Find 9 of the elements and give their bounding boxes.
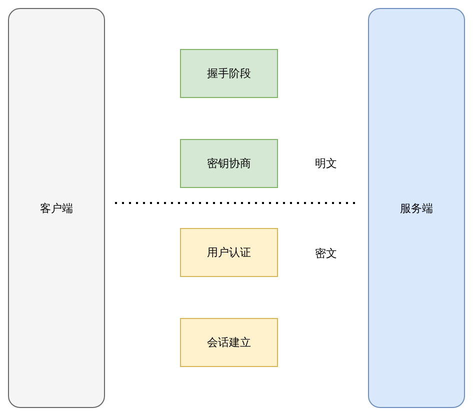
client-column: 客户端 [8,8,105,408]
stage-box: 握手阶段 [180,49,278,98]
stage-box: 用户认证 [180,228,278,277]
stage-box: 会话建立 [180,318,278,367]
dotted-line [115,202,358,204]
stage-box: 密钥协商 [180,139,278,188]
text-label: 密文 [315,246,337,261]
text-label: 明文 [315,156,337,171]
server-column: 服务端 [368,8,465,408]
